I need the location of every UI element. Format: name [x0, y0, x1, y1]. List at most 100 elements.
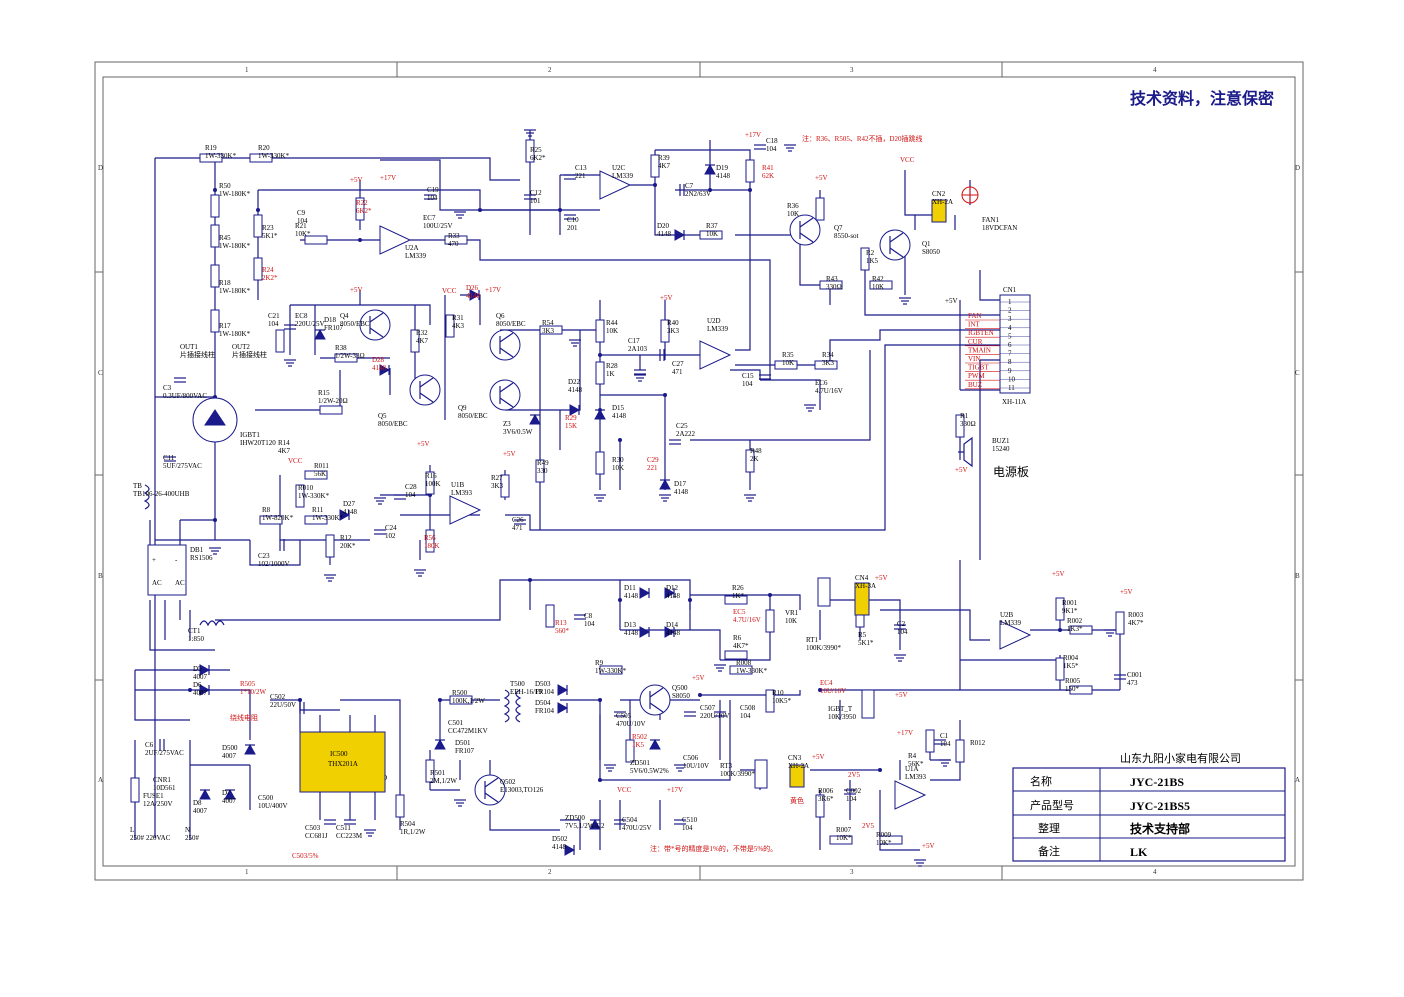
- wire: [770, 594, 801, 610]
- ref-label-r500: R500: [452, 689, 468, 697]
- zone-col-top: 4: [1153, 66, 1157, 74]
- resistor: [955, 739, 965, 763]
- value-label-r13: 560*: [555, 627, 570, 635]
- value-label-r009: 10K*: [876, 839, 892, 847]
- cn1-signal-label: VIN: [968, 355, 980, 363]
- transistor: [489, 379, 521, 411]
- value-label-n: 250#: [185, 834, 200, 842]
- wire: [720, 630, 771, 661]
- cn1-connector: CN1 XH-11A 1234567891011+5VFANINTIGBTENC…: [945, 286, 1031, 406]
- rail-label-vcc: VCC: [288, 457, 303, 465]
- value-label-d502: 4148: [552, 843, 567, 851]
- ref-label-d7: D7: [222, 789, 231, 797]
- value-label-r15: 1/2W-20Ω: [318, 397, 348, 405]
- junction-dot: [598, 353, 602, 357]
- thermistor: [817, 577, 831, 607]
- ref-label-c8: C8: [584, 612, 593, 620]
- value-label-c511: CC223M: [336, 832, 363, 840]
- value-label-t500: EEH-16/19: [510, 688, 542, 696]
- resistor: [210, 264, 220, 288]
- ref-label-c511: C511: [336, 824, 351, 832]
- value-label-c9: 104: [297, 217, 308, 225]
- rail-label-v25: 2V5: [862, 822, 875, 830]
- wire: [600, 700, 731, 781]
- value-label-q500: S8050: [672, 692, 690, 700]
- ref-label-d502: D502: [552, 835, 568, 843]
- value-label-c12: 101: [530, 197, 541, 205]
- wire: [655, 149, 751, 230]
- wire: [959, 560, 1120, 691]
- ic500-ref: IC500: [330, 750, 348, 758]
- value-label-r005: 150*: [1065, 685, 1080, 693]
- value-label-c501: CC472M1KV: [448, 727, 488, 735]
- wire: [560, 819, 581, 850]
- value-label-r1: 330Ω: [960, 420, 976, 428]
- ref-label-db1: DB1: [190, 546, 204, 554]
- value-label-u1a: LM393: [905, 773, 927, 781]
- ref-label-r18: R18: [219, 279, 231, 287]
- ref-label-ct1: CT1: [188, 627, 201, 635]
- diode: [244, 743, 256, 755]
- wire: [735, 234, 830, 286]
- resistor: [1069, 625, 1093, 635]
- rail-label-plus5: +5V: [1120, 588, 1133, 596]
- wire: [505, 344, 1000, 531]
- wire: [340, 699, 401, 790]
- resistor: [595, 451, 605, 475]
- zone-row-right: B: [1295, 572, 1300, 580]
- value-label-c505: 470U/10V: [616, 720, 646, 728]
- ac-input-label: 220VAC: [146, 834, 171, 842]
- ref-label-d14: D14: [666, 621, 679, 629]
- ref-label-c13: C13: [575, 164, 587, 172]
- value-label-r008: 1W-330K*: [736, 667, 768, 675]
- value-label-u2a: LM339: [405, 252, 427, 260]
- transistor: [789, 214, 821, 246]
- ref-label-d27: D27: [343, 500, 356, 508]
- cn1-signal-label: INT: [968, 321, 980, 329]
- resistor: [275, 329, 285, 353]
- value-label-tb1: TB106-26-400UHB: [133, 490, 190, 498]
- ref-label-r25: R25: [530, 146, 542, 154]
- diode: [664, 587, 676, 599]
- junction-dot: [598, 778, 602, 782]
- ref-label-d17: D17: [674, 480, 687, 488]
- rail-label-plus17: +17V: [380, 174, 396, 182]
- value-label-l: 250#: [130, 834, 145, 842]
- ref-label-c001: C001: [1127, 671, 1143, 679]
- wire: [290, 304, 431, 325]
- ref-label-c505: C505: [616, 712, 632, 720]
- ref-label-r505: R505: [240, 680, 256, 688]
- ref-label-r41: R41: [762, 164, 774, 172]
- wire: [730, 369, 761, 380]
- zone-row-left: A: [98, 776, 103, 784]
- value-label-d26: 4148: [466, 292, 481, 300]
- value-label-r001: 9K1*: [1062, 607, 1078, 615]
- value-label-rt3: 100K/3990*: [720, 770, 756, 778]
- junction-dot: [653, 183, 657, 187]
- value-label-c510: 104: [682, 824, 693, 832]
- ref-label-fuse1: FUSE1: [143, 792, 164, 800]
- value-label-r003: 4K7*: [1128, 619, 1144, 627]
- value-label-r18: 1W-180K*: [219, 287, 251, 295]
- bridge-pin-label: AC: [152, 579, 162, 587]
- ref-label-r20: R20: [258, 144, 270, 152]
- ref-label-d501: D501: [455, 739, 471, 747]
- ref-label-ec7: EC7: [423, 214, 436, 222]
- junction-dot: [358, 238, 362, 242]
- ref-label-igbt_t: IGBT_T: [828, 705, 853, 713]
- ref-label-z3: Z3: [503, 420, 511, 428]
- value-label-buz1: 15240: [992, 445, 1010, 453]
- cn1-signal-label: BUZ: [968, 381, 982, 389]
- cn2-body: [931, 199, 947, 223]
- ref-label-r32: R32: [416, 329, 428, 337]
- resistor: [500, 474, 510, 498]
- ref-label-vr1: VR1: [785, 609, 799, 617]
- cn1-ref: CN1: [1003, 286, 1017, 294]
- resistor: [925, 729, 935, 753]
- thermistor: [861, 689, 875, 719]
- ic500-value: THX201A: [328, 760, 358, 768]
- ref-label-r504: R504: [400, 820, 416, 828]
- bridge-rectifier: [147, 544, 187, 596]
